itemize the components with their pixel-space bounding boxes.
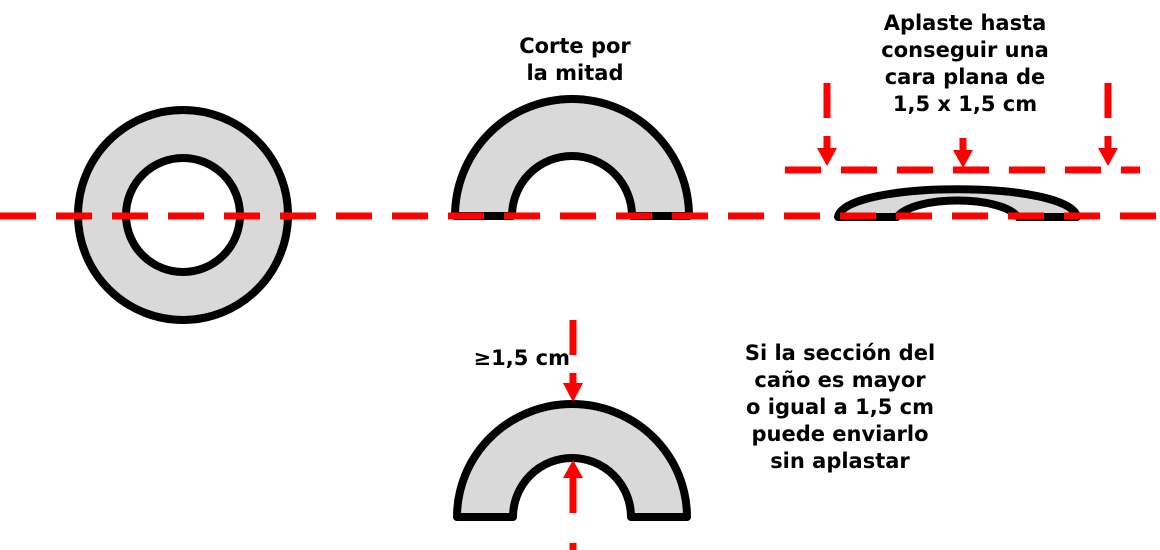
dimension-arrows bbox=[563, 320, 583, 550]
arrow-down-icon bbox=[1098, 148, 1118, 166]
half-pipe-dimension bbox=[453, 400, 691, 521]
cut-in-half-label: Corte por la mitad bbox=[519, 34, 631, 85]
arrow-down-icon bbox=[563, 383, 583, 402]
arrow-down-icon bbox=[953, 150, 973, 168]
flatten-arrow-middle bbox=[953, 138, 973, 168]
section-condition-label: Si la sección del caño es mayor o igual … bbox=[744, 341, 936, 473]
flatten-arrow-left bbox=[817, 83, 837, 166]
flatten-instruction-label: Aplaste hasta conseguir una cara plana d… bbox=[881, 11, 1049, 116]
dimension-label: ≥1,5 cm bbox=[473, 346, 570, 370]
flattened-half-pipe bbox=[834, 185, 1081, 221]
arrow-up-icon bbox=[563, 460, 583, 478]
flatten-arrow-right bbox=[1098, 83, 1118, 166]
half-pipe-cut bbox=[451, 95, 693, 220]
arrow-down-icon bbox=[817, 148, 837, 166]
